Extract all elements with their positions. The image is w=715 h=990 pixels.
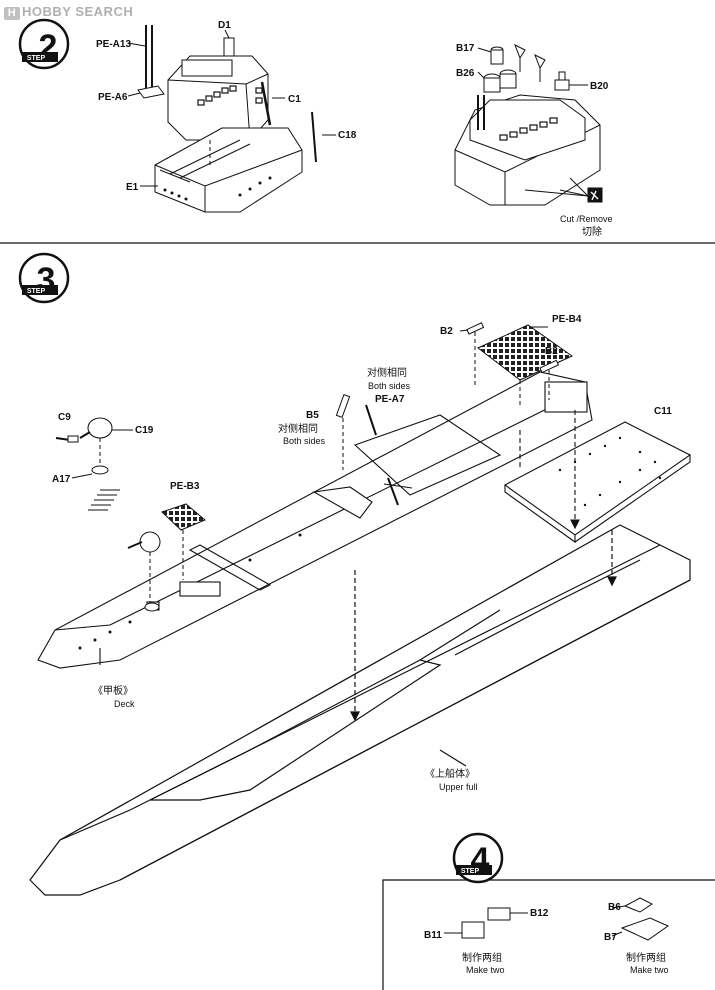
part-pe-a7 xyxy=(365,404,413,506)
label-b12: B12 xyxy=(530,908,549,919)
part-c9-c19 xyxy=(55,417,133,511)
label-b5: B5 xyxy=(306,410,319,421)
label-b2-b: B2 xyxy=(545,346,558,357)
cut-remove-label: Cut /Remove xyxy=(560,214,613,224)
both-sides-left: Both sides xyxy=(283,436,326,446)
part-c11 xyxy=(503,410,692,544)
label-b6: B6 xyxy=(608,902,621,913)
both-sides-cn-right: 对侧相同 xyxy=(367,366,407,379)
step4-panel-border xyxy=(382,879,715,990)
step3-labels: B2 PE-B4 B2 C11 C9 C19 A17 PE-B3 B5 对侧相同… xyxy=(52,314,672,792)
label-b7: B7 xyxy=(604,932,617,943)
label-c9: C9 xyxy=(58,412,71,423)
step4-badge: 4 STEP xyxy=(452,832,504,884)
label-b17: B17 xyxy=(456,43,475,54)
deck-label: Deck xyxy=(114,699,135,709)
step3-badge: 3 STEP xyxy=(18,252,70,304)
label-pe-a13: PE-A13 xyxy=(96,39,131,50)
label-b2-a: B2 xyxy=(440,326,453,337)
step3-word: STEP xyxy=(27,288,46,295)
label-pe-a6: PE-A6 xyxy=(98,92,128,103)
step2-badge: 2 STEP xyxy=(18,18,70,70)
step4-word: STEP xyxy=(461,868,480,875)
part-deck-gun xyxy=(127,531,161,612)
step2-left-labels: PE-A13 PE-A6 D1 C1 C18 E1 xyxy=(96,20,357,193)
both-sides-right: Both sides xyxy=(368,381,411,391)
cut-remove-cn-label: 切除 xyxy=(582,225,602,238)
step4-parts xyxy=(444,897,670,941)
step4-labels: B12 B11 B6 B7 制作两组 Make two 制作两组 Make tw… xyxy=(424,902,669,975)
deck-cn-label: 《甲板》 xyxy=(93,684,133,697)
label-c18: C18 xyxy=(338,130,357,141)
label-b11: B11 xyxy=(424,930,442,941)
step2-right-labels: B17 B26 B20 Cut /Remove 切除 xyxy=(456,43,613,238)
make-two-cn-2: 制作两组 xyxy=(626,951,666,964)
label-c1: C1 xyxy=(288,94,301,105)
upper-hull-cn-label: 《上船体》 xyxy=(425,767,475,780)
make-two-cn-1: 制作两组 xyxy=(462,951,502,964)
deck-part xyxy=(37,371,593,669)
label-pe-b4: PE-B4 xyxy=(552,314,582,325)
step2-word: STEP xyxy=(27,55,46,62)
make-two-2: Make two xyxy=(630,965,669,975)
label-e1: E1 xyxy=(126,182,139,193)
label-c11: C11 xyxy=(654,406,672,417)
label-pe-b3: PE-B3 xyxy=(170,481,200,492)
step2-left-assembly xyxy=(127,25,336,213)
part-pe-b3-grid xyxy=(161,503,206,580)
make-two-1: Make two xyxy=(466,965,505,975)
label-a17: A17 xyxy=(52,474,71,485)
upper-hull-label: Upper full xyxy=(439,782,478,792)
label-b20: B20 xyxy=(590,81,609,92)
label-b26: B26 xyxy=(456,68,475,79)
upper-hull xyxy=(29,524,691,896)
both-sides-cn-left: 对侧相同 xyxy=(278,422,318,435)
label-c19: C19 xyxy=(135,425,154,436)
label-d1: D1 xyxy=(218,20,231,31)
part-b5 xyxy=(335,393,351,470)
step2-right-assembly xyxy=(454,43,603,206)
part-b2-a xyxy=(459,322,485,385)
part-b2-b xyxy=(539,359,560,400)
label-pe-a7: PE-A7 xyxy=(375,394,405,405)
